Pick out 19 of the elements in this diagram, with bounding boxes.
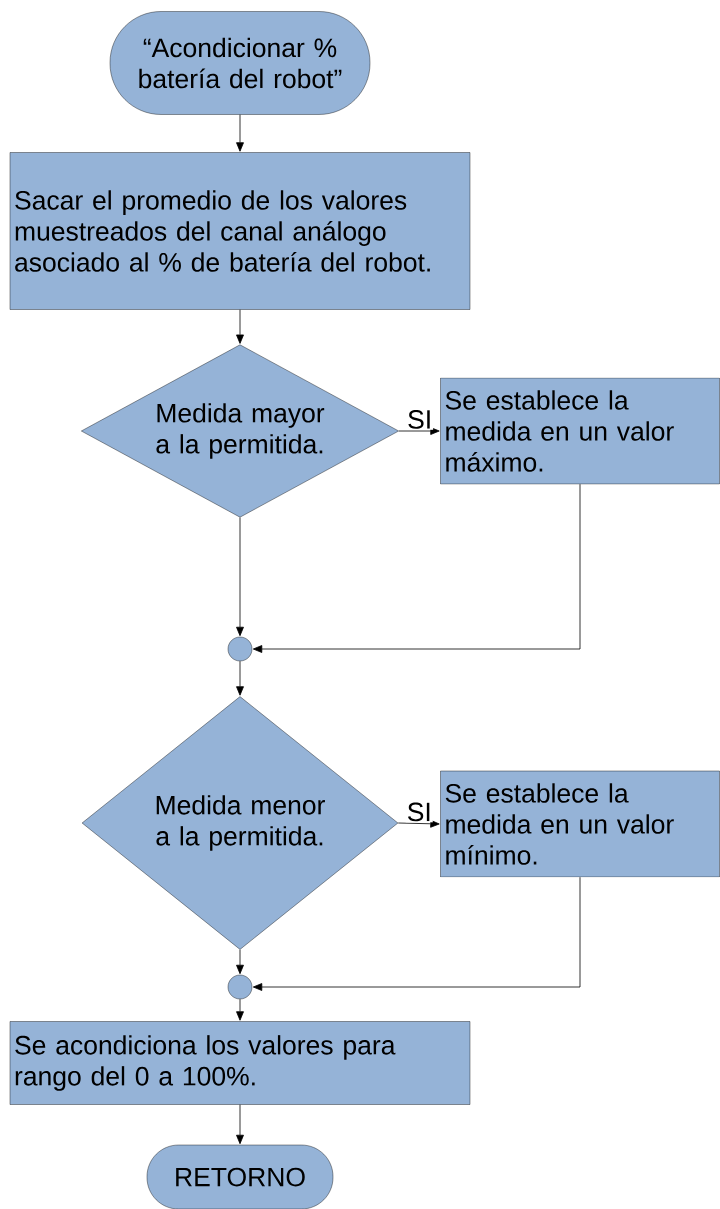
arrow — [252, 483, 581, 653]
process-box: Sacar el promedio de los valores muestreados del canal análogo asociado al % de batería del robot. — [9, 152, 471, 310]
arrow — [252, 876, 581, 991]
arrow — [236, 1104, 244, 1145]
process-box: Se establece la medida en un valor mínimo. — [440, 770, 720, 878]
arrow — [236, 309, 244, 344]
arrow — [236, 114, 244, 152]
arrow — [236, 949, 244, 975]
arrow — [397, 819, 440, 828]
junction-circle — [227, 636, 253, 662]
arrow — [236, 517, 244, 637]
arrow — [236, 998, 244, 1021]
arrow — [398, 427, 440, 435]
process-box: Se establece la medida en un valor máximo. — [440, 377, 720, 485]
junction-circle — [227, 974, 253, 1000]
edge-label: SI — [407, 802, 430, 822]
process-box: Se acondiciona los valores para rango del 0 a 100%. — [9, 1021, 471, 1105]
edge-label: SI — [408, 410, 430, 429]
arrow — [236, 660, 244, 696]
